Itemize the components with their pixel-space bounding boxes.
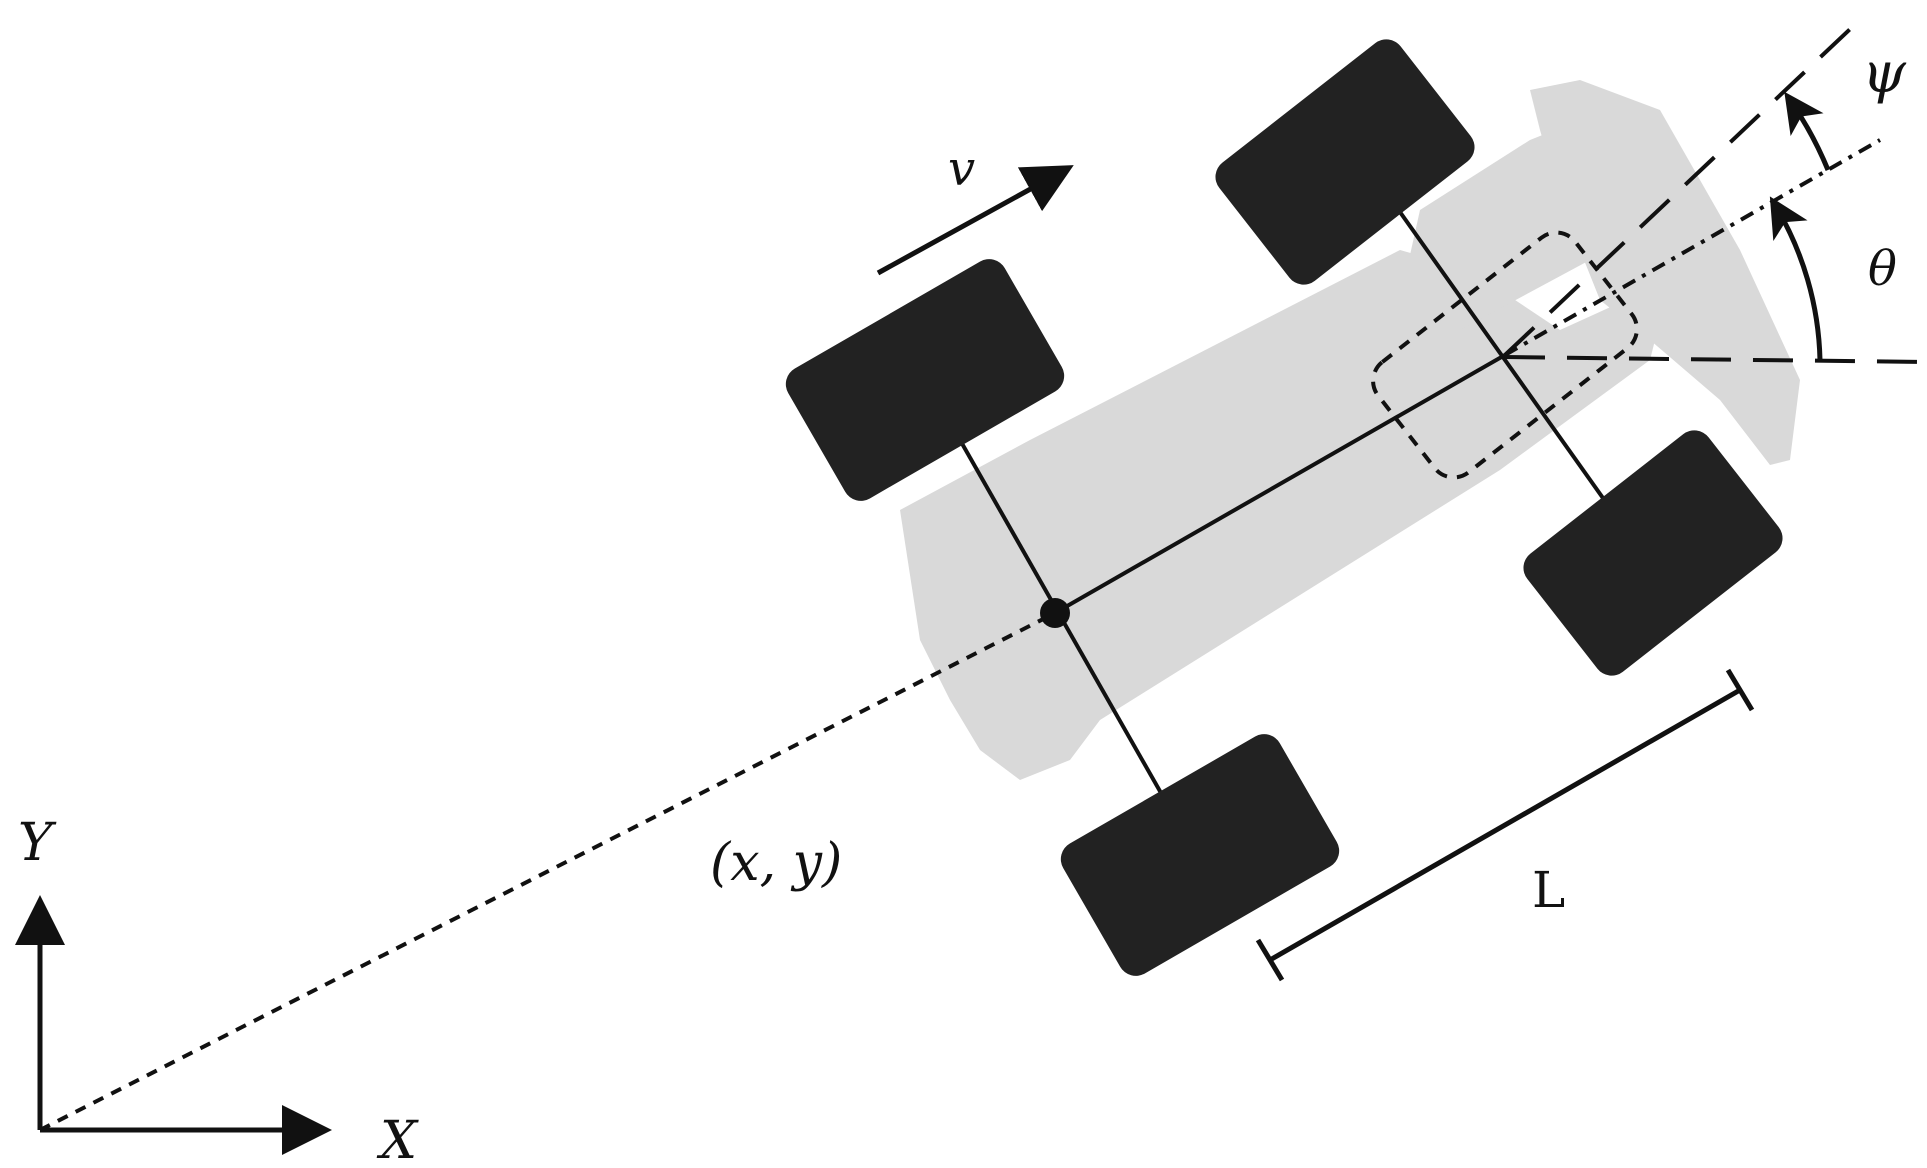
front-left-wheel xyxy=(1215,39,1475,285)
front-axle xyxy=(1393,203,1617,517)
steering-angle-arc xyxy=(1784,91,1831,171)
heading-angle-arc xyxy=(1769,196,1823,361)
velocity-arrow xyxy=(876,165,1074,276)
world-axes xyxy=(14,895,332,1155)
x-axis-label: X xyxy=(376,1111,419,1168)
steering-angle-label: ψ xyxy=(1862,41,1907,106)
steering-direction-line xyxy=(1503,13,1867,357)
wheelbase-label: L xyxy=(1532,861,1565,919)
front-right-wheel xyxy=(1523,430,1783,676)
heading-direction-line xyxy=(1504,138,1881,357)
heading-angle-label: θ xyxy=(1868,241,1897,297)
position-label: (x, y) xyxy=(710,833,842,893)
y-axis-label: Y xyxy=(18,813,57,873)
position-vector-line xyxy=(39,611,1056,1132)
rear-right-wheel xyxy=(1060,734,1340,976)
rear-axle-center-point xyxy=(1040,598,1070,628)
steered-front-wheel-outline xyxy=(1371,230,1639,480)
horizontal-reference-line xyxy=(1504,355,1927,364)
wheelbase-dimension xyxy=(1255,668,1755,982)
rear-left-wheel xyxy=(785,259,1065,501)
velocity-label: v xyxy=(948,141,975,197)
chassis-centerline xyxy=(1054,353,1506,615)
